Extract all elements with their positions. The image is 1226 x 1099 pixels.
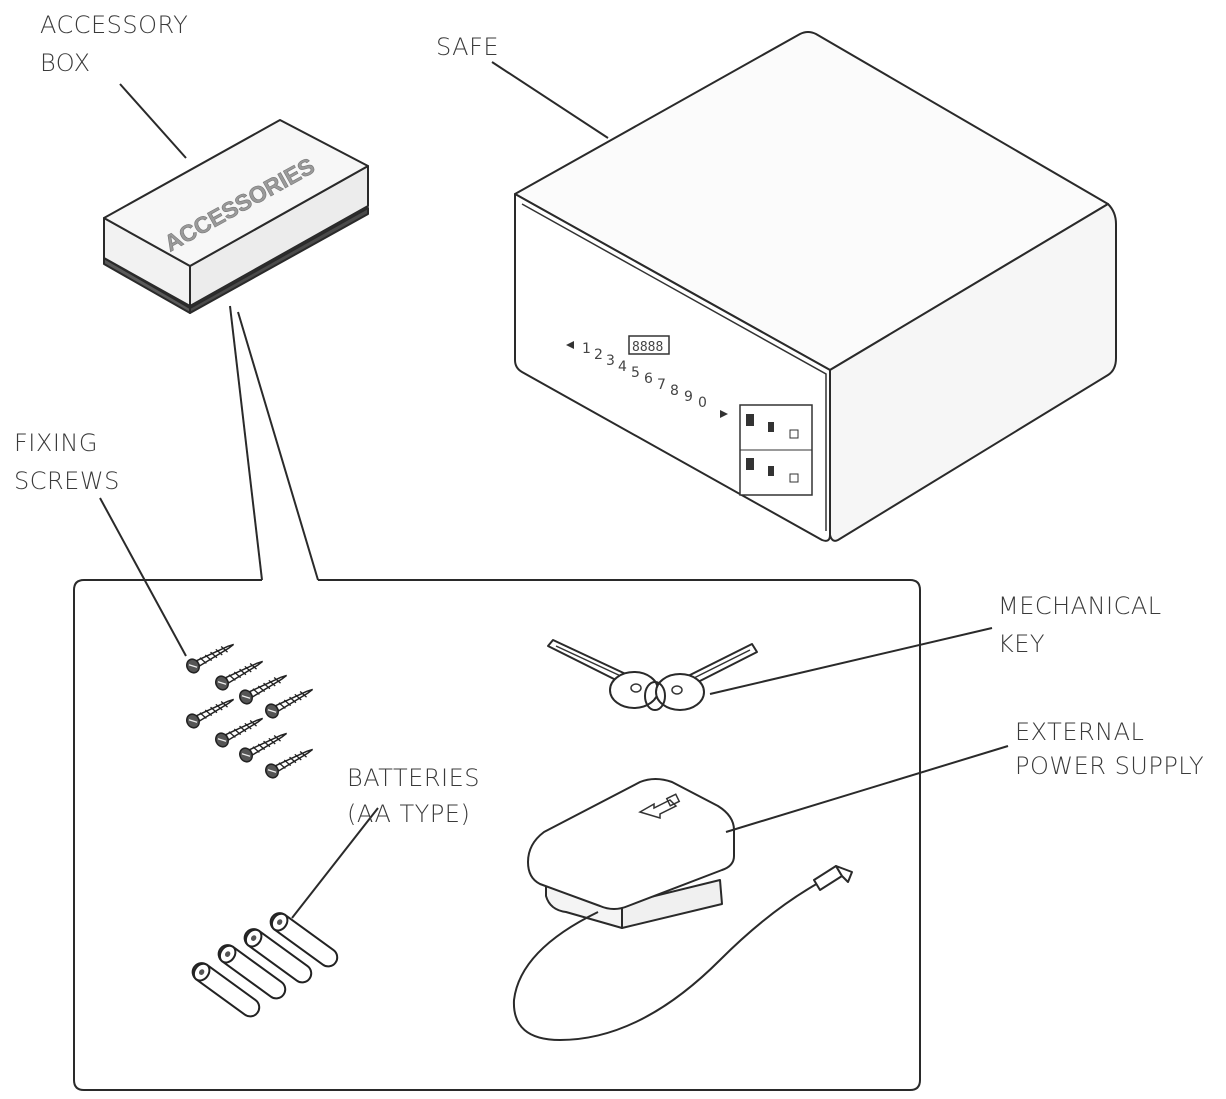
label-fixing-screws-line2: SCREWS xyxy=(14,467,120,495)
fixing-screws xyxy=(186,643,314,779)
keypad-key-9[interactable]: 9 xyxy=(684,389,693,405)
label-fixing-screws-line1: FIXING xyxy=(14,429,98,457)
label-mechanical-key-line2: KEY xyxy=(998,630,1045,658)
external-power-supply xyxy=(512,778,853,1042)
screw xyxy=(186,698,235,729)
safe-keypad: 1 2 3 4 5 6 7 8 9 0 xyxy=(582,341,707,411)
keypad-key-6[interactable]: 6 xyxy=(644,371,653,387)
safe-left-arrow-icon[interactable] xyxy=(566,341,574,349)
label-batteries-line2: (AA TYPE) xyxy=(347,800,470,828)
aa-battery xyxy=(191,962,261,1018)
screw xyxy=(239,732,288,763)
keypad-key-7[interactable]: 7 xyxy=(657,377,666,393)
screw xyxy=(215,717,264,748)
keypad-key-3[interactable]: 3 xyxy=(606,353,615,369)
screw xyxy=(265,748,314,779)
keypad-key-4[interactable]: 4 xyxy=(618,359,627,375)
label-mechanical-key-line1: MECHANICAL xyxy=(998,592,1162,620)
screw xyxy=(239,674,288,705)
label-batteries-line1: BATTERIES xyxy=(347,764,480,792)
mechanical-key xyxy=(547,639,758,711)
keypad-key-0[interactable]: 0 xyxy=(698,395,707,411)
keypad-key-5[interactable]: 5 xyxy=(631,365,640,381)
keypad-key-1[interactable]: 1 xyxy=(582,341,591,357)
accessory-box: ACCESSORIES xyxy=(103,119,369,314)
screw xyxy=(265,688,314,719)
arrow-icon xyxy=(638,799,678,820)
safe: 8888 1 2 3 4 5 6 7 8 9 0 xyxy=(514,31,1117,542)
aa-battery xyxy=(269,912,339,968)
leader-lines xyxy=(99,61,1009,919)
label-safe: SAFE xyxy=(436,33,499,61)
screw xyxy=(186,643,235,674)
batteries xyxy=(191,912,339,1018)
label-external-power-supply-line1: EXTERNAL xyxy=(1015,718,1144,746)
safe-instruction-panel xyxy=(739,404,813,496)
label-accessory-box-line1: ACCESSORY xyxy=(40,11,188,39)
safe-right-arrow-icon[interactable] xyxy=(720,410,728,418)
screw xyxy=(215,660,264,691)
callout-labels: ACCESSORY BOX SAFE FIXING SCREWS MECHANI… xyxy=(14,11,1204,828)
label-accessory-box-line2: BOX xyxy=(40,49,91,77)
safe-display: 8888 xyxy=(632,340,663,355)
aa-battery xyxy=(243,928,313,984)
keypad-key-2[interactable]: 2 xyxy=(594,347,603,363)
aa-battery xyxy=(217,944,287,1000)
label-external-power-supply-line2: POWER SUPPLY xyxy=(1015,752,1204,780)
keypad-key-8[interactable]: 8 xyxy=(670,383,679,399)
contents-callout xyxy=(73,305,921,1091)
